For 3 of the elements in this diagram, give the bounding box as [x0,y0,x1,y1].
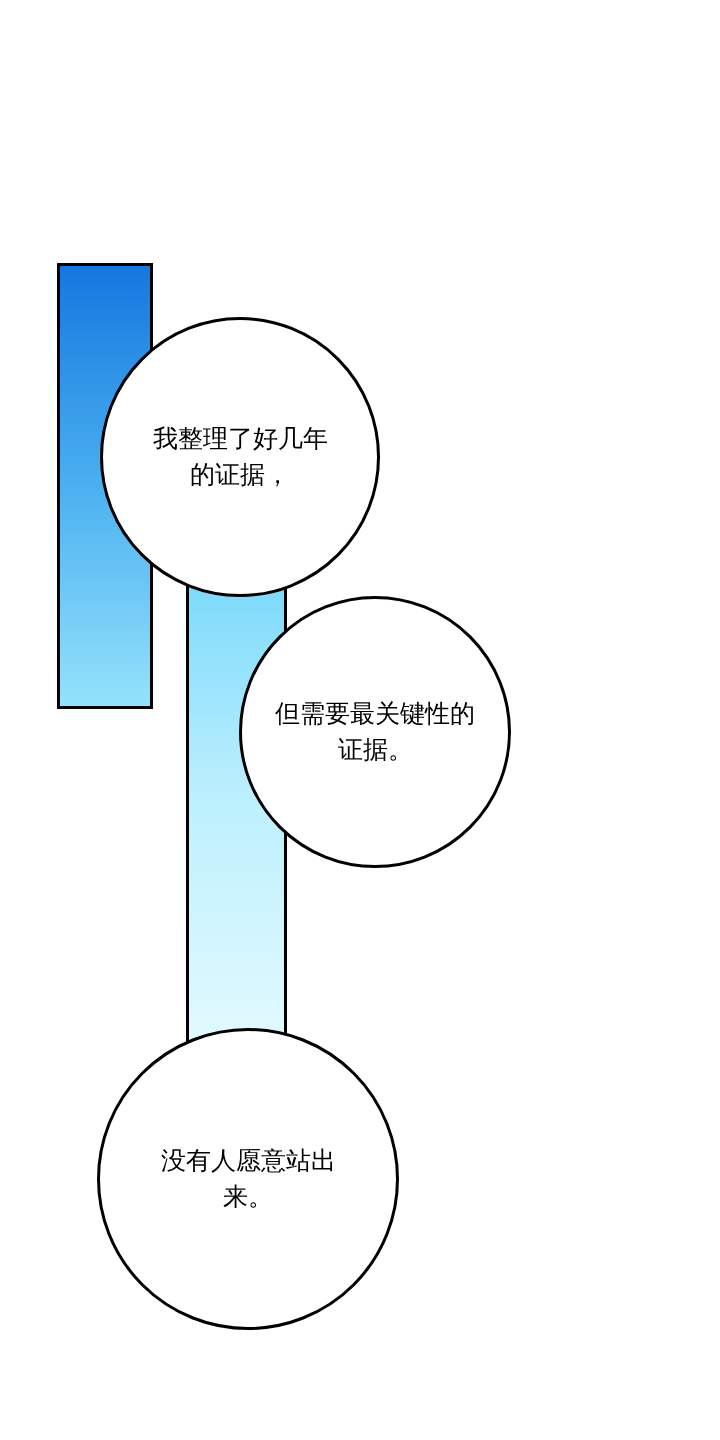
dialogue-text: 但需要最关键性的证据。 [274,697,476,766]
dialogue-text: 我整理了好几年的证据， [151,422,329,491]
dialogue-text: 没有人愿意站出来。 [159,1144,337,1213]
